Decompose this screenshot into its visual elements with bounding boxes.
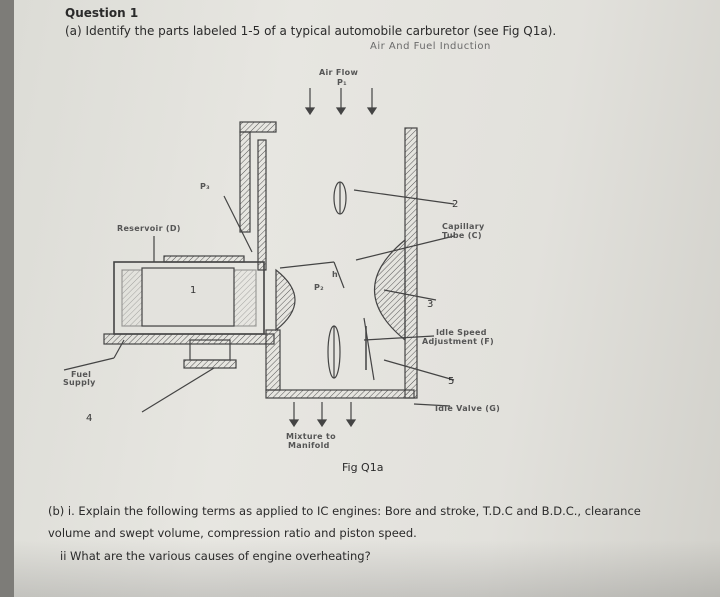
question-title: Question 1: [65, 6, 139, 20]
part-number-2: 2: [452, 199, 459, 210]
exam-paper: Question 1 (a) Identify the parts labele…: [14, 0, 720, 597]
question-part-a: (a) Identify the parts labeled 1-5 of a …: [65, 24, 557, 38]
part-number-3: 3: [427, 299, 434, 310]
capillary-label-2: Tube (C): [442, 231, 482, 240]
question-part-b-line-1: (b) i. Explain the following terms as ap…: [48, 504, 641, 518]
p1-label: P₁: [337, 78, 347, 87]
idle-valve-label: Idle Valve (G): [435, 404, 501, 413]
figure-caption: Fig Q1a: [342, 461, 384, 474]
reservoir-label: Reservoir (D): [117, 224, 181, 233]
air-flow-arrows: [304, 88, 378, 116]
carburetor-diagram: [63, 88, 455, 428]
question-part-b-line-2: volume and swept volume, compression rat…: [48, 526, 417, 540]
mixture-arrows: [288, 402, 357, 428]
question-part-b-line-3: ii What are the various causes of engine…: [60, 549, 371, 563]
paper-shadow: [14, 540, 720, 597]
mixture-label-1: Mixture to: [286, 432, 336, 441]
mixture-label-2: Manifold: [288, 441, 330, 450]
capillary-label-1: Capillary: [442, 222, 485, 231]
idle-speed-label-2: Adjustment (F): [422, 337, 494, 346]
fuel-supply-label-1: Fuel: [71, 370, 92, 379]
h-label: h: [332, 270, 338, 279]
part-number-5: 5: [448, 376, 455, 387]
p2-label: P₂: [314, 283, 324, 292]
fuel-supply-label-2: Supply: [63, 378, 96, 387]
p3-label: P₃: [200, 182, 210, 191]
part-number-4: 4: [86, 413, 93, 424]
air-flow-label: Air Flow: [319, 68, 359, 77]
part-number-1: 1: [190, 285, 197, 296]
diagram-title: Air And Fuel Induction: [370, 41, 491, 52]
idle-speed-label-1: Idle Speed: [436, 328, 487, 337]
